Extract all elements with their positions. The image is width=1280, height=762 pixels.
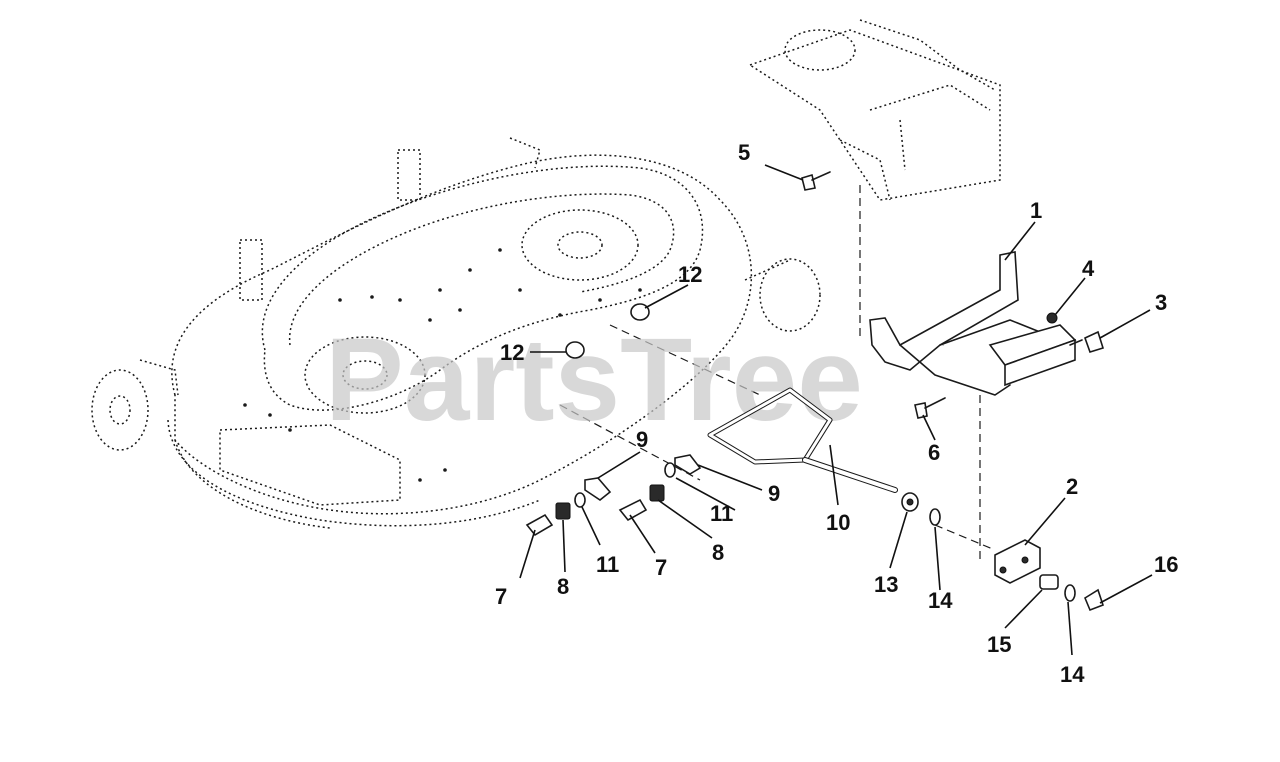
callout-3: 3 [1155,290,1167,315]
callout-7b: 7 [655,555,667,580]
callout-6: 6 [928,440,940,465]
callout-9a: 9 [636,427,648,452]
part-7-bolts [525,498,648,537]
part-9-clips [584,454,702,501]
callout-12a: 12 [678,262,702,287]
part-4-bushing [988,312,1077,387]
callout-5: 5 [738,140,750,165]
callout-8a: 8 [557,574,569,599]
part-15-spacer [1039,574,1059,590]
part-6-screw [914,397,946,419]
callout-7a: 7 [495,584,507,609]
part-11-washers [574,462,676,508]
callout-14b: 14 [1060,662,1085,687]
callout-14a: 14 [928,588,953,613]
part-10-lift-arm [707,387,898,493]
watermark-text: PartsTree [325,314,863,446]
callout-11b: 11 [710,501,733,526]
callout-8b: 8 [712,540,724,565]
part-2-block [994,539,1041,584]
part-5-screw [801,171,831,191]
callout-9b: 9 [768,481,780,506]
callout-4: 4 [1082,256,1095,281]
callout-1: 1 [1030,198,1042,223]
callout-16: 16 [1154,552,1178,577]
alignment-lines [559,185,996,560]
part-16-bolt [1083,588,1105,612]
part-8-springs [555,484,665,520]
leader-lines [519,164,1153,656]
callout-12b: 12 [500,340,524,365]
part-12-nuts [565,303,650,359]
callout-labels: 1 2 3 4 5 6 7 7 8 8 9 9 10 11 11 12 12 1… [495,140,1178,687]
part-13-nut [901,492,919,512]
callout-11a: 11 [596,552,619,577]
mower-deck [91,137,821,529]
watermark: PartsTree TM [325,314,945,446]
callout-13: 13 [874,572,898,597]
part-1-hanger-bracket [869,251,1061,396]
callout-15: 15 [987,632,1011,657]
deck-rivets [243,248,642,482]
callout-10: 10 [826,510,850,535]
tractor-frame [748,19,1001,201]
callout-2: 2 [1066,474,1078,499]
part-14-washers [929,508,1076,602]
part-3-bolt [1069,330,1105,353]
